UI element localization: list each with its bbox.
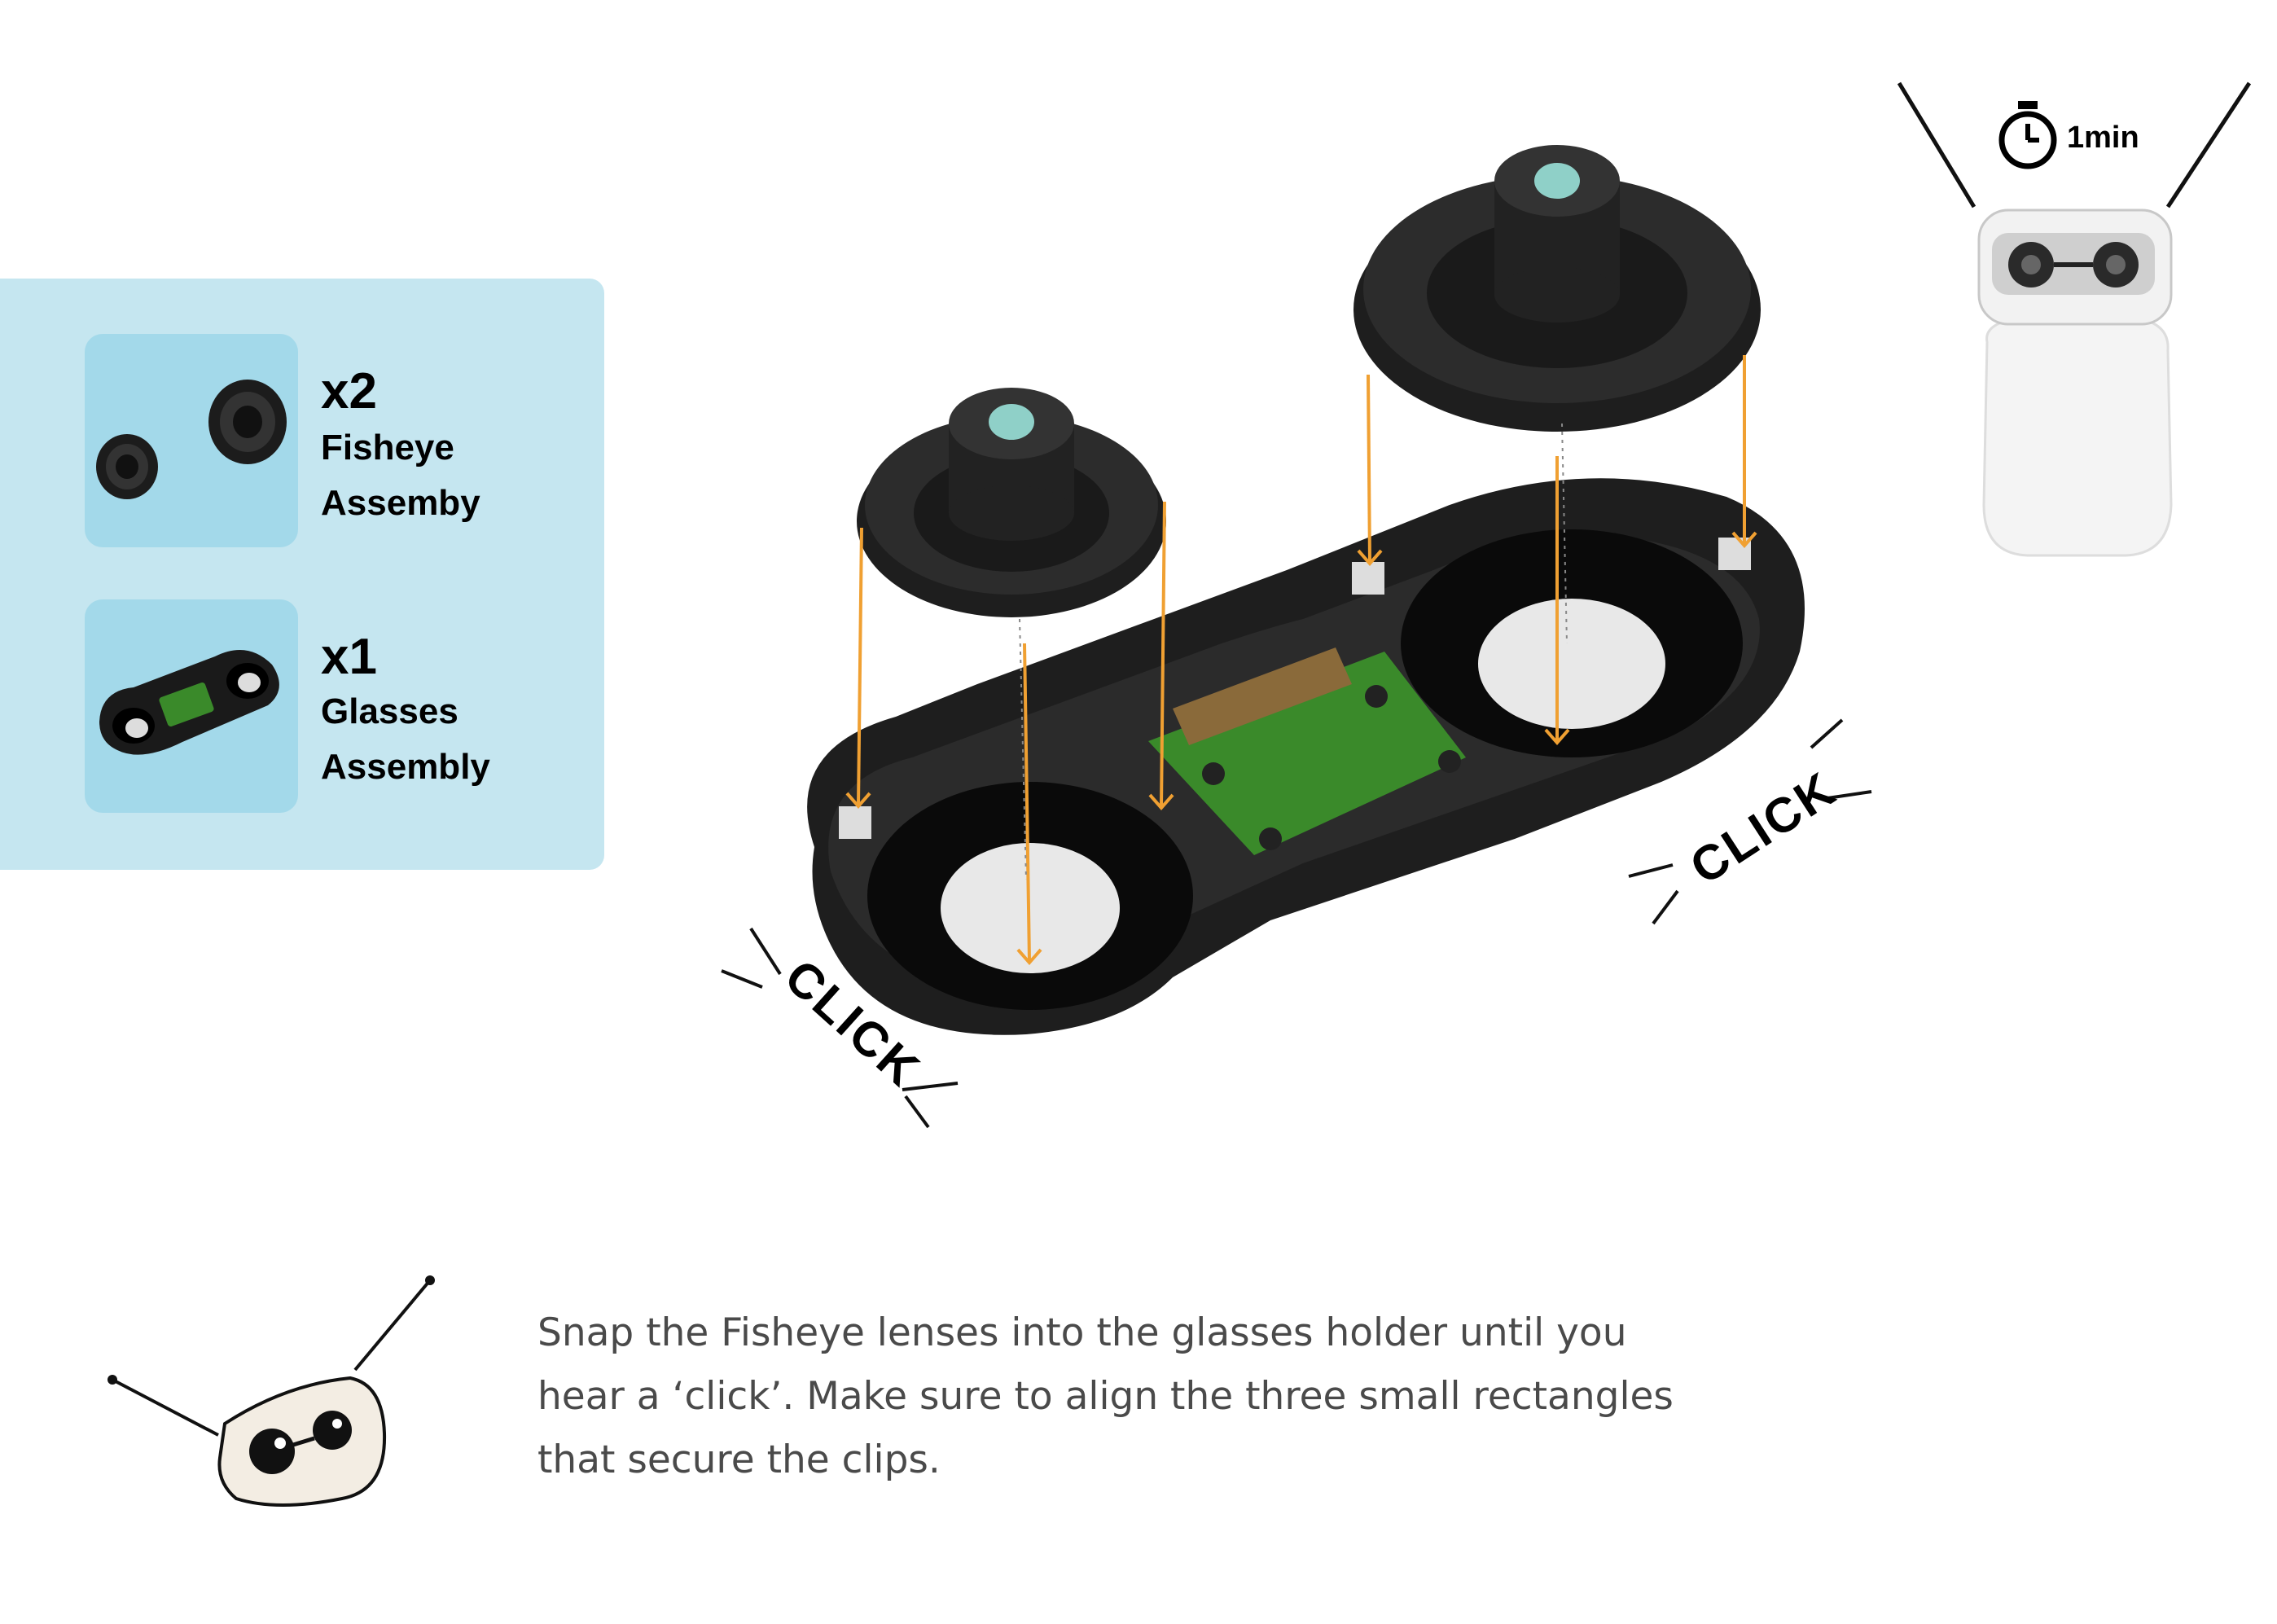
click-label-left: CLICK [774, 949, 932, 1098]
glasses-count: x1 [321, 629, 377, 685]
instruction-text: Snap the Fisheye lenses into the glasses… [537, 1310, 1674, 1482]
click-label-right: CLICK [1680, 761, 1846, 895]
alignment-arrows [845, 355, 1757, 966]
glasses-name: Glasses Assembly [321, 691, 490, 787]
glasses-assembly-thumbnail [85, 599, 298, 813]
center-guides [1019, 423, 1568, 880]
parts-panel: x2 Fisheye Assemby x1 Glasses Assembly [0, 279, 604, 870]
fisheye-assembly-thumbnail [85, 334, 298, 547]
fisheye-lens-left [857, 388, 1166, 617]
glasses-holder [807, 478, 1805, 1035]
fisheye-name: Fisheye Assemby [321, 428, 480, 523]
fisheye-lens-icon [96, 380, 287, 499]
fisheye-count: x2 [321, 363, 377, 419]
stopwatch-icon [1998, 101, 2057, 169]
fisheye-lens-right [1353, 145, 1761, 432]
time-label: 1min [2067, 121, 2139, 155]
mascot-robot-icon [107, 1275, 435, 1507]
glasses-board-icon [99, 650, 279, 755]
